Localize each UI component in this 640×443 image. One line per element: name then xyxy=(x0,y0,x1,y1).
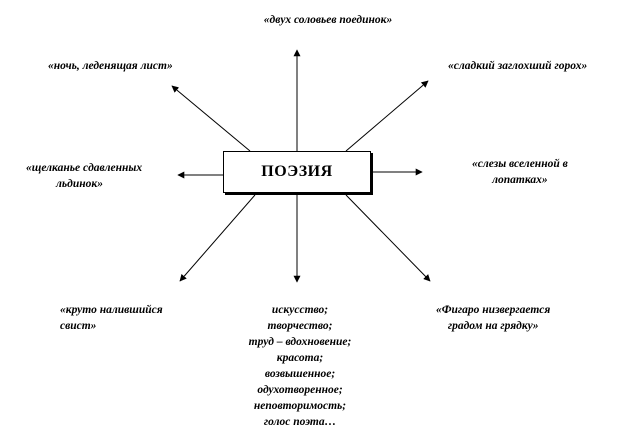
list-item: красота; xyxy=(276,352,324,364)
center-box: ПОЭЗИЯ xyxy=(223,151,371,193)
label-top-line: «двух соловьев поединок» xyxy=(263,14,393,26)
label-left-line-1: «щелканье сдавленных xyxy=(26,162,143,174)
label-top-right-line: «сладкий заглохший горох» xyxy=(448,60,588,72)
label-top-left: «ночь, леденящая лист» xyxy=(48,58,173,74)
list-item: труд – вдохновение; xyxy=(248,336,352,348)
label-bottom-right-line-1: «Фигаро низвергается xyxy=(436,304,551,316)
label-top: «двух соловьев поединок» xyxy=(228,12,428,28)
label-bottom-left-line-1: «круто налившийся xyxy=(60,304,163,316)
list-item: голос поэта… xyxy=(263,416,337,428)
label-bottom-left: «круто налившийся свист» xyxy=(60,302,163,334)
arrow-bottom-left xyxy=(179,194,256,282)
label-top-left-line: «ночь, леденящая лист» xyxy=(48,60,173,72)
list-item: искусство; xyxy=(271,304,329,316)
list-item: неповторимость; xyxy=(253,400,347,412)
label-left-line-2: льдинок» xyxy=(56,178,103,190)
label-bottom-right: «Фигаро низвергается градом на грядку» xyxy=(436,302,550,334)
label-right-line-2: лопатках» xyxy=(492,174,548,186)
arrow-top-right xyxy=(345,80,429,152)
label-right-line-1: «слезы вселенной в xyxy=(472,158,568,170)
center-title: ПОЭЗИЯ xyxy=(261,163,333,180)
label-top-right: «сладкий заглохший горох» xyxy=(448,58,587,74)
label-bottom-left-line-2: свист» xyxy=(60,320,97,332)
list-item: творчество; xyxy=(267,320,333,332)
arrow-bottom-right xyxy=(345,194,431,282)
arrow-top-left xyxy=(171,85,251,152)
list-item: возвышенное; xyxy=(264,368,336,380)
label-bottom-right-line-2: градом на грядку» xyxy=(447,320,539,332)
list-item: одухотворенное; xyxy=(257,384,343,396)
label-bottom-list: искусство; творчество; труд – вдохновени… xyxy=(220,302,380,430)
label-left: «щелканье сдавленных льдинок» xyxy=(26,160,142,192)
label-right: «слезы вселенной в лопатках» xyxy=(472,156,568,188)
